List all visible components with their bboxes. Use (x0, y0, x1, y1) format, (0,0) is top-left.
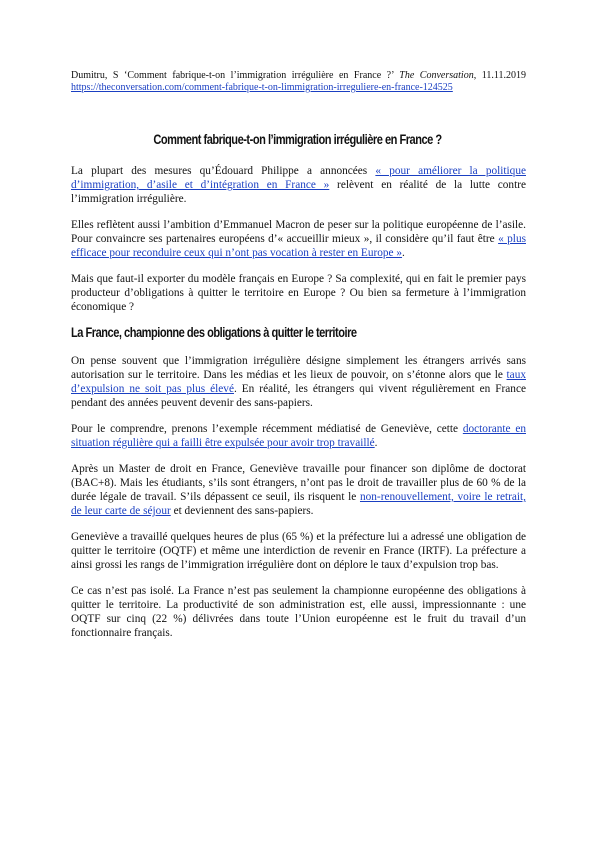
link-taux-expulsion[interactable]: taux d’expulsion ne soit pas plus élevé (71, 369, 526, 395)
paragraph-text: . En réalité, les étrangers qui vivent r… (71, 383, 526, 409)
citation-reference: Dumitru, S ‘Comment fabrique-t-on l’immi… (71, 70, 526, 82)
citation-date: , 11.11.2019 (473, 70, 527, 81)
link-reconduire[interactable]: « plus efficace pour reconduire ceux qui… (71, 233, 526, 259)
citation: Dumitru, S ‘Comment fabrique-t-on l’immi… (71, 70, 526, 94)
article-body: La plupart des mesures qu’Édouard Philip… (71, 164, 526, 652)
citation-url-link[interactable]: https://theconversation.com/comment-fabr… (71, 82, 453, 93)
paragraph-6: Après un Master de droit en France, Gene… (71, 462, 526, 518)
link-doctorante[interactable]: doctorante en situation régulière qui a … (71, 423, 526, 449)
citation-author: Dumitru, S (71, 70, 119, 81)
paragraph-text: On pense souvent que l’immigration irrég… (71, 355, 526, 381)
paragraph-8: Ce cas n’est pas isolé. La France n’est … (71, 585, 526, 639)
paragraph-text: . (374, 437, 378, 449)
section-heading: La France, championne des obligations à … (71, 325, 357, 340)
paragraph-2: Elles reflètent aussi l’ambition d’Emman… (71, 218, 526, 260)
paragraph-text: La plupart des mesures qu’Édouard Philip… (71, 165, 376, 177)
paragraph-text: relèvent en réalité de la lutte contre l… (71, 179, 526, 205)
paragraph-1: La plupart des mesures qu’Édouard Philip… (71, 164, 526, 206)
paragraph-text: Après un Master de droit en France, Gene… (71, 463, 526, 503)
paragraph-4: On pense souvent que l’immigration irrég… (71, 354, 526, 410)
paragraph-5: Pour le comprendre, prenons l’exemple ré… (71, 422, 526, 450)
paragraph-3: Mais que faut-il exporter du modèle fran… (71, 273, 526, 313)
paragraph-7: Geneviève a travaillé quelques heures de… (71, 531, 526, 571)
article-title: Comment fabrique-t-on l’immigration irré… (153, 132, 442, 147)
citation-journal: The Conversation (399, 70, 474, 81)
paragraph-text: . (402, 247, 405, 259)
paragraph-text: Pour le comprendre, prenons l’exemple ré… (71, 423, 463, 435)
paragraph-text: Elles reflètent aussi l’ambition d’Emman… (71, 219, 526, 245)
paragraph-text: et deviennent des sans-papiers. (170, 505, 314, 517)
link-politique-immigration[interactable]: « pour améliorer la politique d’immigrat… (71, 165, 526, 191)
citation-title: ‘Comment fabrique-t-on l’immigration irr… (124, 70, 394, 81)
link-carte-sejour[interactable]: non-renouvellement, voire le retrait, de… (71, 491, 526, 517)
